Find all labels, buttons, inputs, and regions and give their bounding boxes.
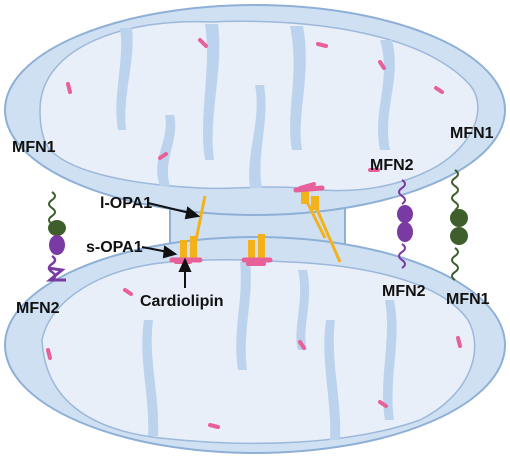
label-mfn1-top-left: MFN1 <box>12 139 56 156</box>
label-mfn1-top-right: MFN1 <box>450 125 494 142</box>
opa1-head-right-1 <box>301 190 309 204</box>
lower-mitochondrion <box>4 236 506 454</box>
mfn2-coil-right-top <box>398 179 406 205</box>
lower-crista-4 <box>296 270 310 350</box>
arrow-s-opa1-head <box>162 245 178 259</box>
label-s-opa1: s-OPA1 <box>86 239 143 256</box>
lower-crista-2 <box>142 320 159 436</box>
mfn2-gtpase-left <box>49 235 65 255</box>
mfn1-gtpase-left <box>48 220 66 236</box>
annotation-arrows <box>141 202 201 288</box>
upper-crista-5 <box>157 115 176 186</box>
label-mfn2-right-top: MFN2 <box>370 157 414 174</box>
upper-cardiolipin-spots <box>66 38 444 190</box>
lower-crista-3 <box>324 320 341 440</box>
label-l-opa1: l-OPA1 <box>100 195 152 212</box>
mfn2-tail-left <box>45 266 66 282</box>
upper-crista-1 <box>116 28 133 130</box>
mfn-tether-right-mfn1 <box>450 169 468 281</box>
arrow-cardiolipin-head <box>178 257 192 272</box>
label-mfn1-bottom-right: MFN1 <box>446 291 490 308</box>
upper-crista-3 <box>290 26 306 150</box>
mfn1-gtpase-right-2 <box>450 227 468 245</box>
lower-cardiolipin-spots <box>46 260 462 429</box>
opa1-proteins <box>169 185 342 263</box>
mfn1-coil-right-bottom <box>451 247 459 281</box>
mfn1-coil-right-top <box>451 169 459 211</box>
arrow-l-opa1-head <box>184 206 201 220</box>
upper-crista-6 <box>378 40 395 150</box>
s-opa1-2 <box>190 236 197 258</box>
upper-mitochondrion <box>4 4 506 216</box>
s-opa1-1 <box>180 240 187 258</box>
s-opa1-4 <box>258 234 265 258</box>
cardiolipin-patch-neck-right <box>293 185 325 193</box>
upper-crista-2 <box>202 24 220 160</box>
mfn1-gtpase-right-1 <box>450 209 468 227</box>
upper-crista-4 <box>249 85 266 188</box>
mfn2-gtpase-right-2 <box>397 222 413 242</box>
mfn-tether-right-mfn2 <box>397 179 413 269</box>
label-mfn2-right-bottom: MFN2 <box>382 283 426 300</box>
mfn-tether-left <box>45 191 66 282</box>
label-cardiolipin: Cardiolipin <box>140 293 224 310</box>
s-opa1-3 <box>248 240 255 258</box>
mfn1-coil-left <box>48 191 56 225</box>
lower-crista-5 <box>382 300 397 420</box>
opa1-head-right-2 <box>311 196 319 210</box>
label-mfn2-bottom-left: MFN2 <box>16 300 60 317</box>
mfn2-gtpase-right-1 <box>397 205 413 223</box>
lower-crista-1 <box>236 262 251 370</box>
mfn2-coil-right-bottom <box>398 243 406 269</box>
